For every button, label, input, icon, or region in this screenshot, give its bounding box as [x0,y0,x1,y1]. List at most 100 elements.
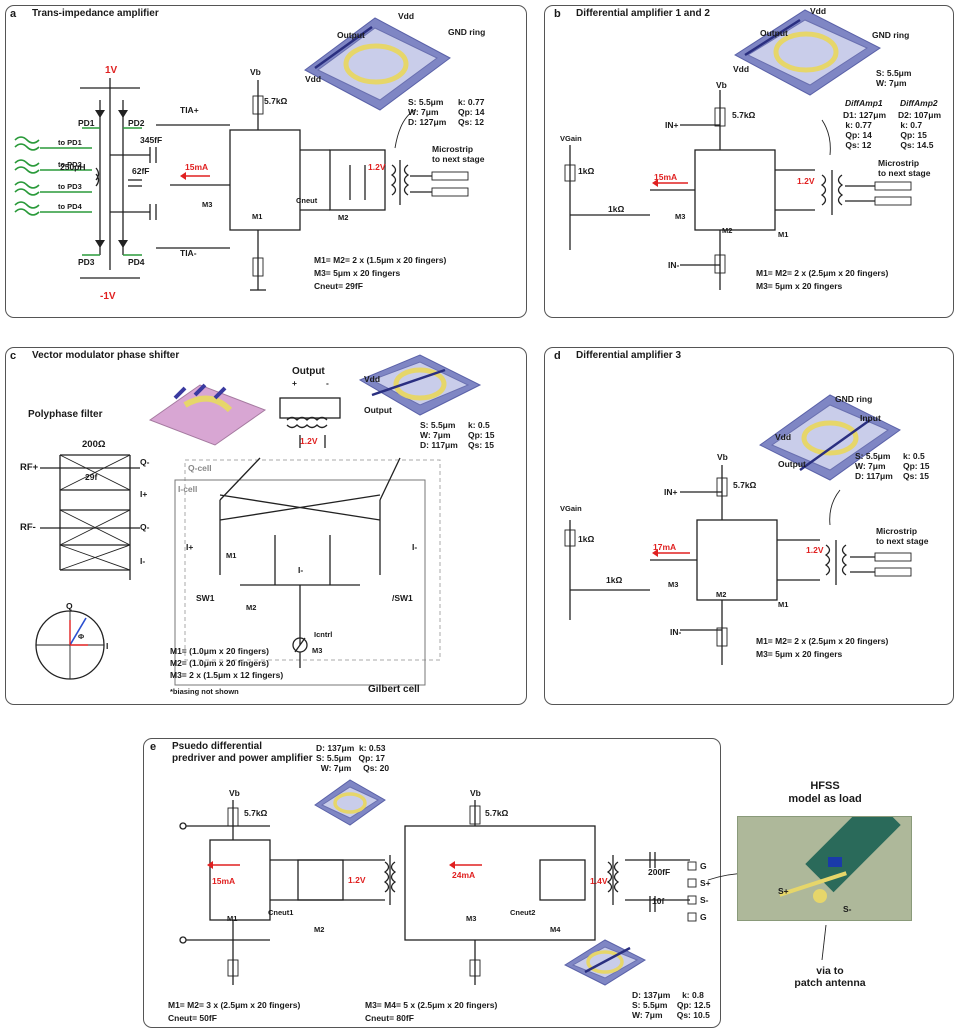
a-vb: Vb [250,67,261,77]
e-cn1: Cneut1 [268,908,294,917]
b-spec1: D1: 127μm k: 0.77 Qp: 14 Qs: 12 [843,110,886,150]
e-pin-sn: S- [700,895,709,905]
chip-a-output: Output [337,30,365,40]
a-l250: 250pH [60,162,86,172]
pa-transformer-1 [383,861,397,893]
chip-b-vdd1: Vdd [810,6,827,16]
b-note-1: M1= M2= 2 x (2.5μm x 20 fingers) [756,268,889,278]
a-cneut: Cneut [296,196,318,205]
a-to-pd2: to PD2 [58,160,82,169]
c-out-3: Q- [140,522,150,532]
chip-a-gnd: GND ring [448,27,486,37]
c-nsw1: /SW1 [392,593,413,603]
d-spec-left: S: 5.5μm W: 7μm D: 117μm [855,451,893,481]
a-c345: 345fF [140,135,163,145]
a-pd3: PD3 [78,257,95,267]
c-i-mid: I- [298,565,304,575]
a-v1: 1V [105,65,118,76]
pa-stage1-core [209,839,271,921]
b-current: 15mA [654,172,678,182]
e-pin-g1: G [700,861,707,871]
a-m1: M1 [252,212,263,221]
c-sw1: SW1 [196,593,215,603]
c-qcell: Q-cell [188,463,212,473]
d-in-n: IN- [670,627,682,637]
c-m1: M1 [226,551,237,560]
b-r1k-a: 1kΩ [578,166,595,176]
a-pd1: PD1 [78,118,95,128]
e-pin-sp: S+ [700,878,711,888]
a-r: 5.7kΩ [264,96,288,106]
e-notes2-2: Cneut= 80fF [365,1013,414,1023]
d-v12: 1.2V [806,545,824,555]
e-cn2: Cneut2 [510,908,536,917]
c-in: I- [412,542,418,552]
d-r: 5.7kΩ [733,480,757,490]
layout-pointer [394,109,416,149]
e-notes1-2: Cneut= 50fF [168,1013,217,1023]
d-vdd: Vdd [775,432,792,442]
panel-e [143,738,721,1028]
b-microstrip: Microstrip to next stage [878,158,931,178]
d-in-p: IN+ [664,487,678,497]
b-r1k-b: 1kΩ [608,204,625,214]
d-output: Output [778,459,806,469]
panel-d-title: Differential amplifier 3 [576,350,682,361]
hfss-model-image [737,816,912,921]
c-bias: *biasing not shown [170,687,239,696]
a-note-3: Cneut= 29fF [314,281,363,291]
pad-g2 [687,912,697,922]
d-vb: Vb [717,452,728,462]
b-note-2: M3= 5μm x 20 fingers [756,281,843,291]
e-r1: 5.7kΩ [244,808,268,818]
panel-a-title: Trans-impedance amplifier [32,8,159,19]
e-c200: 200fF [648,867,671,877]
d-gnd: GND ring [835,394,873,404]
chip-b-vdd2: Vdd [733,64,750,74]
a-tia-n: TIA- [180,248,197,258]
d-m2: M2 [716,590,727,599]
c-out-minus: - [326,378,329,388]
e-spec2: D: 137μm k: 0.8 S: 5.5μm Qp: 12.5 W: 7μm… [632,990,711,1020]
b-vgain: VGain [560,134,582,143]
c-m3: M3 [312,646,323,655]
a-note-1: M1= M2= 2 x (1.5μm x 20 fingers) [314,255,447,265]
c-out-plus: + [292,378,297,388]
c-icell: I-cell [178,484,198,494]
c-gilbert: Gilbert cell [368,684,420,695]
e-notes2-1: M3= M4= 5 x (2.5μm x 20 fingers) [365,1000,498,1010]
e-m3: M3 [466,914,477,923]
d-r1k-b: 1kΩ [606,575,623,585]
panel-c-letter: c [10,350,17,362]
b-diff2: DiffAmp2 [900,98,938,108]
a-m3: M3 [202,200,213,209]
b-in-n: IN- [668,260,680,270]
c-c29: 29f [85,472,98,482]
e-m4: M4 [550,925,561,934]
panel-a-letter: a [10,8,17,20]
a-to-pd3: to PD3 [58,182,82,191]
panel-b-title: Differential amplifier 1 and 2 [576,8,710,19]
b-spec2: D2: 107μm k: 0.7 Qp: 15 Qs: 14.5 [898,110,941,150]
e-vb1: Vb [229,788,240,798]
fiber-array [14,136,92,216]
e-v14: 1.4V [590,876,608,886]
a-v12: 1.2V [368,162,386,172]
e-m2: M2 [314,925,325,934]
q-cell-box [184,459,441,661]
d-note-1: M1= M2= 2 x (2.5μm x 20 fingers) [756,636,889,646]
c-note-1: M1= (1.0μm x 20 fingers) [170,646,269,656]
d-microstrip: Microstrip to next stage [876,526,929,546]
c-spec-right: k: 0.5 Qp: 15 Qs: 15 [468,420,495,450]
phase-vector [69,617,87,646]
c-m2: M2 [246,603,257,612]
polyphase-network [40,454,140,580]
b-diff1: DiffAmp1 [845,98,883,108]
tia-core [229,129,301,231]
a-to-pd1: to PD1 [58,138,82,147]
pad-sn [687,895,697,905]
c-rfn: RF- [20,522,36,533]
